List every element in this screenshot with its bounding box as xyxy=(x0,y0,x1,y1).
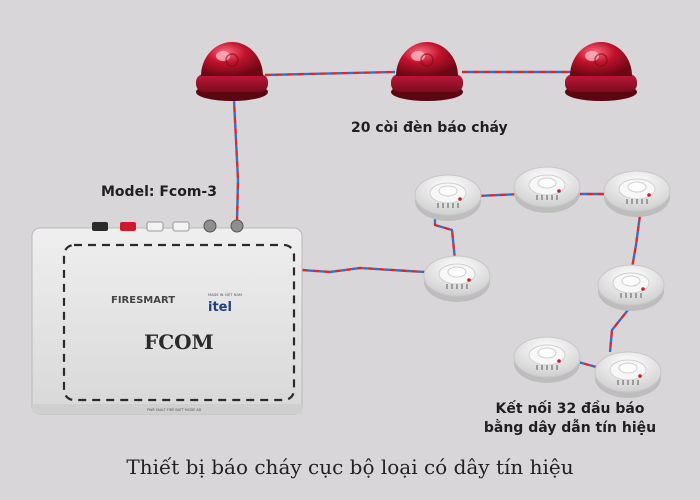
fcom-control-panel: FIRESMART MADE IN VIỆT NAM itel FCOM PWR… xyxy=(31,219,303,415)
panel-indicator-labels: PWR FAULT FIRE BATT MODE AD xyxy=(147,408,202,412)
panel-top-connectors xyxy=(92,219,244,233)
smoke-detector-2-icon xyxy=(423,255,491,302)
siren-3-icon xyxy=(565,42,637,101)
smoke-detector-3-icon xyxy=(513,166,581,213)
panel-maker-logo: itel xyxy=(208,300,232,315)
detectors-label: Kết nối 32 đầu báo bằng dây dẫn tín hiệu xyxy=(470,400,670,438)
caption: Thiết bị báo cháy cục bộ loại có dây tín… xyxy=(126,455,574,479)
wire-red xyxy=(232,99,240,223)
smoke-detector-5-icon xyxy=(597,264,665,311)
wire-blue xyxy=(232,99,240,223)
wire-blue xyxy=(577,360,601,370)
model-label: Model: Fcom-3 xyxy=(101,184,217,200)
siren-2-icon xyxy=(391,42,463,101)
smoke-detector-1-icon xyxy=(414,174,482,221)
wire-red xyxy=(630,214,642,269)
wire-red xyxy=(608,304,633,353)
wire-red xyxy=(301,266,426,274)
wire-blue xyxy=(477,192,521,198)
sirens-label: 20 còi đèn báo cháy xyxy=(351,120,508,136)
smoke-detector-4-icon xyxy=(603,170,671,217)
wire-blue xyxy=(301,266,426,274)
wire-blue xyxy=(433,205,457,261)
siren-1-icon xyxy=(196,42,268,101)
panel-name: FCOM xyxy=(144,330,214,354)
detectors-label-line-2: bằng dây dẫn tín hiệu xyxy=(483,420,657,436)
smoke-detector-7-icon xyxy=(594,351,662,398)
smoke-detector-6-icon xyxy=(513,336,581,383)
detectors-label-line-1: Kết nối 32 đầu báo xyxy=(495,401,645,417)
wire-red xyxy=(477,192,521,198)
wire-blue xyxy=(264,70,396,77)
wire-blue xyxy=(630,214,642,269)
wire-blue xyxy=(608,304,633,353)
panel-brand: FIRESMART xyxy=(111,295,175,306)
detector-group xyxy=(414,166,671,398)
panel-made-in: MADE IN VIỆT NAM xyxy=(208,292,242,297)
siren-group xyxy=(196,42,637,101)
